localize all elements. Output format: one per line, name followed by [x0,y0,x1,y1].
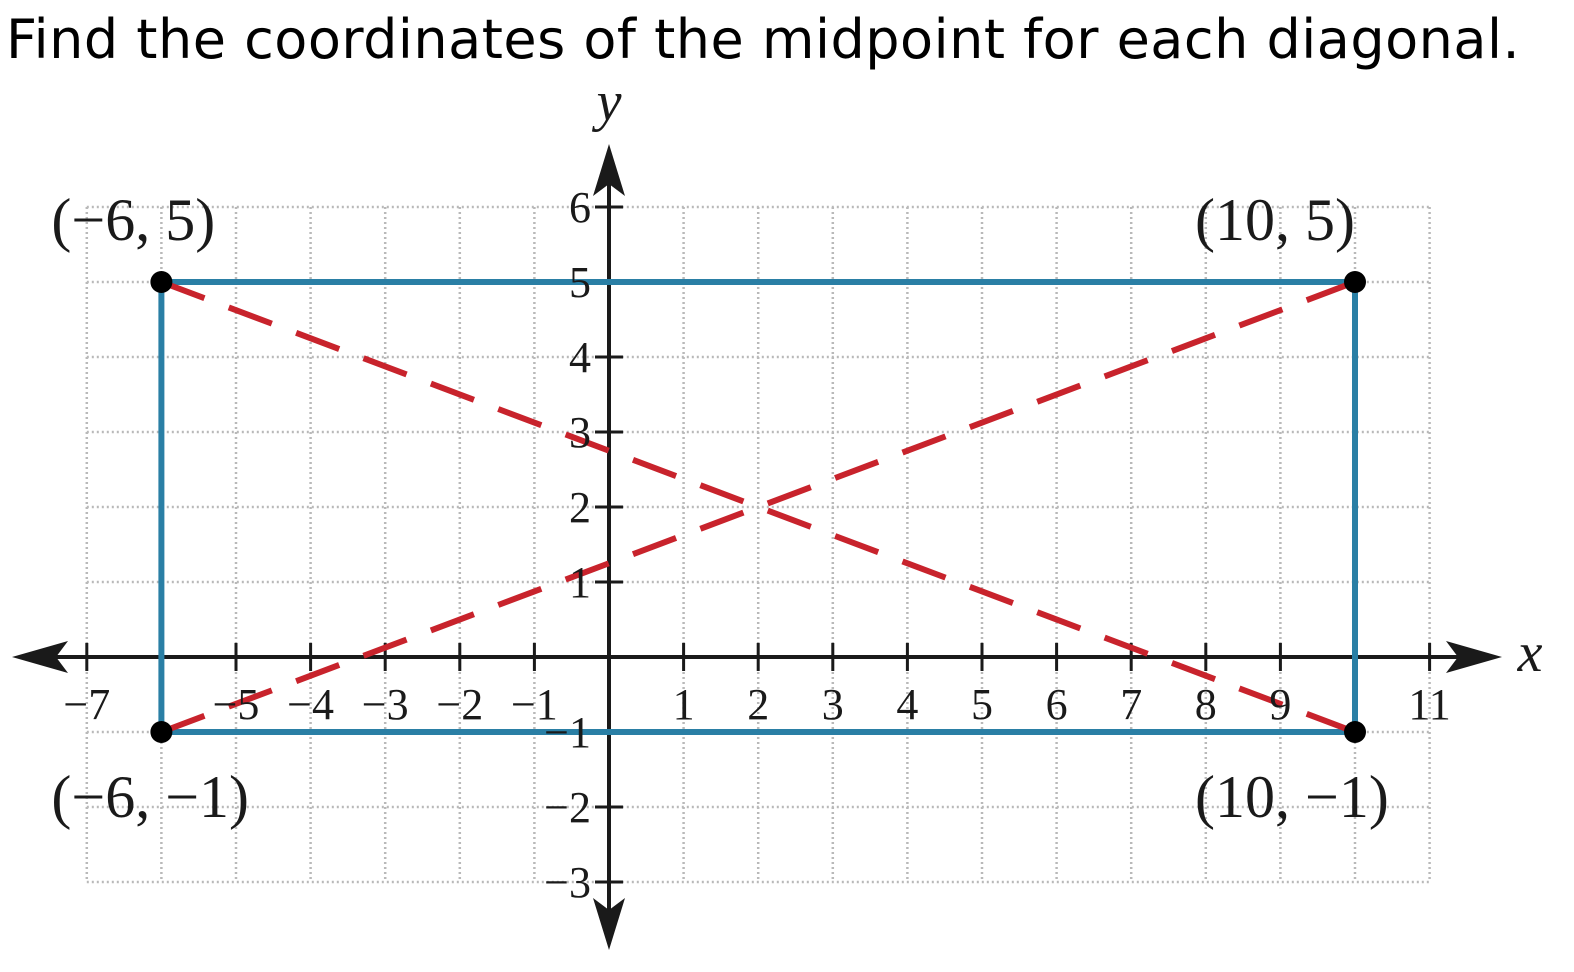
vertex-point [1344,271,1366,293]
y-tick-label: 3 [569,408,591,457]
x-tick-label: −7 [63,680,110,729]
y-tick-label: −2 [544,783,591,832]
vertex-coordinate-label: (10, −1) [1195,764,1389,830]
vertex-point [150,271,173,293]
y-axis-arrow-up-icon [593,144,625,196]
vertex-coordinate-label: (−6, −1) [51,764,249,830]
x-tick-label: −4 [287,680,334,729]
y-axis-label: y [592,71,622,133]
x-tick-label: −1 [511,680,558,729]
x-tick-label: 1 [673,680,695,729]
vertex-coordinate-label: (10, 5) [1195,187,1355,253]
y-tick-label: 2 [569,483,591,532]
y-tick-label: 5 [569,258,591,307]
labels: −7 −5 −4 −3 −2 −1 1 2 3 4 5 6 7 8 9 11 6 5 4 3 2 1 −1 −2 −3 x y (−6… [51,71,1542,907]
x-tick-label: 11 [1408,680,1450,729]
x-tick-label: 4 [896,680,918,729]
x-tick-label: −5 [213,680,260,729]
y-tick-label: 1 [569,558,591,607]
x-tick-label: 7 [1120,680,1142,729]
y-tick-label: 6 [569,183,591,232]
rectangle-and-diagonals [150,271,1366,743]
x-tick-label: 6 [1046,680,1068,729]
y-tick-label: 4 [569,333,591,382]
x-axis-arrow-left-icon [12,641,68,673]
x-tick-label: 8 [1195,680,1217,729]
x-tick-label: 5 [971,680,993,729]
x-tick-label: −3 [362,680,409,729]
vertex-point [150,721,173,743]
x-tick-label: 2 [747,680,769,729]
y-tick-label: −1 [544,708,591,757]
x-tick-label: 3 [822,680,844,729]
vertex-point [1344,721,1366,743]
vertex-coordinate-label: (−6, 5) [51,187,215,253]
y-tick-label: −3 [544,858,591,907]
x-axis-label: x [1517,622,1543,684]
question-text: Find the coordinates of the midpoint for… [6,8,1521,71]
x-tick-label: −2 [436,680,483,729]
x-axis-arrow-right-icon [1446,641,1502,673]
y-axis-arrow-down-icon [593,898,625,950]
x-tick-label: 9 [1269,680,1291,729]
axes [12,144,1502,950]
